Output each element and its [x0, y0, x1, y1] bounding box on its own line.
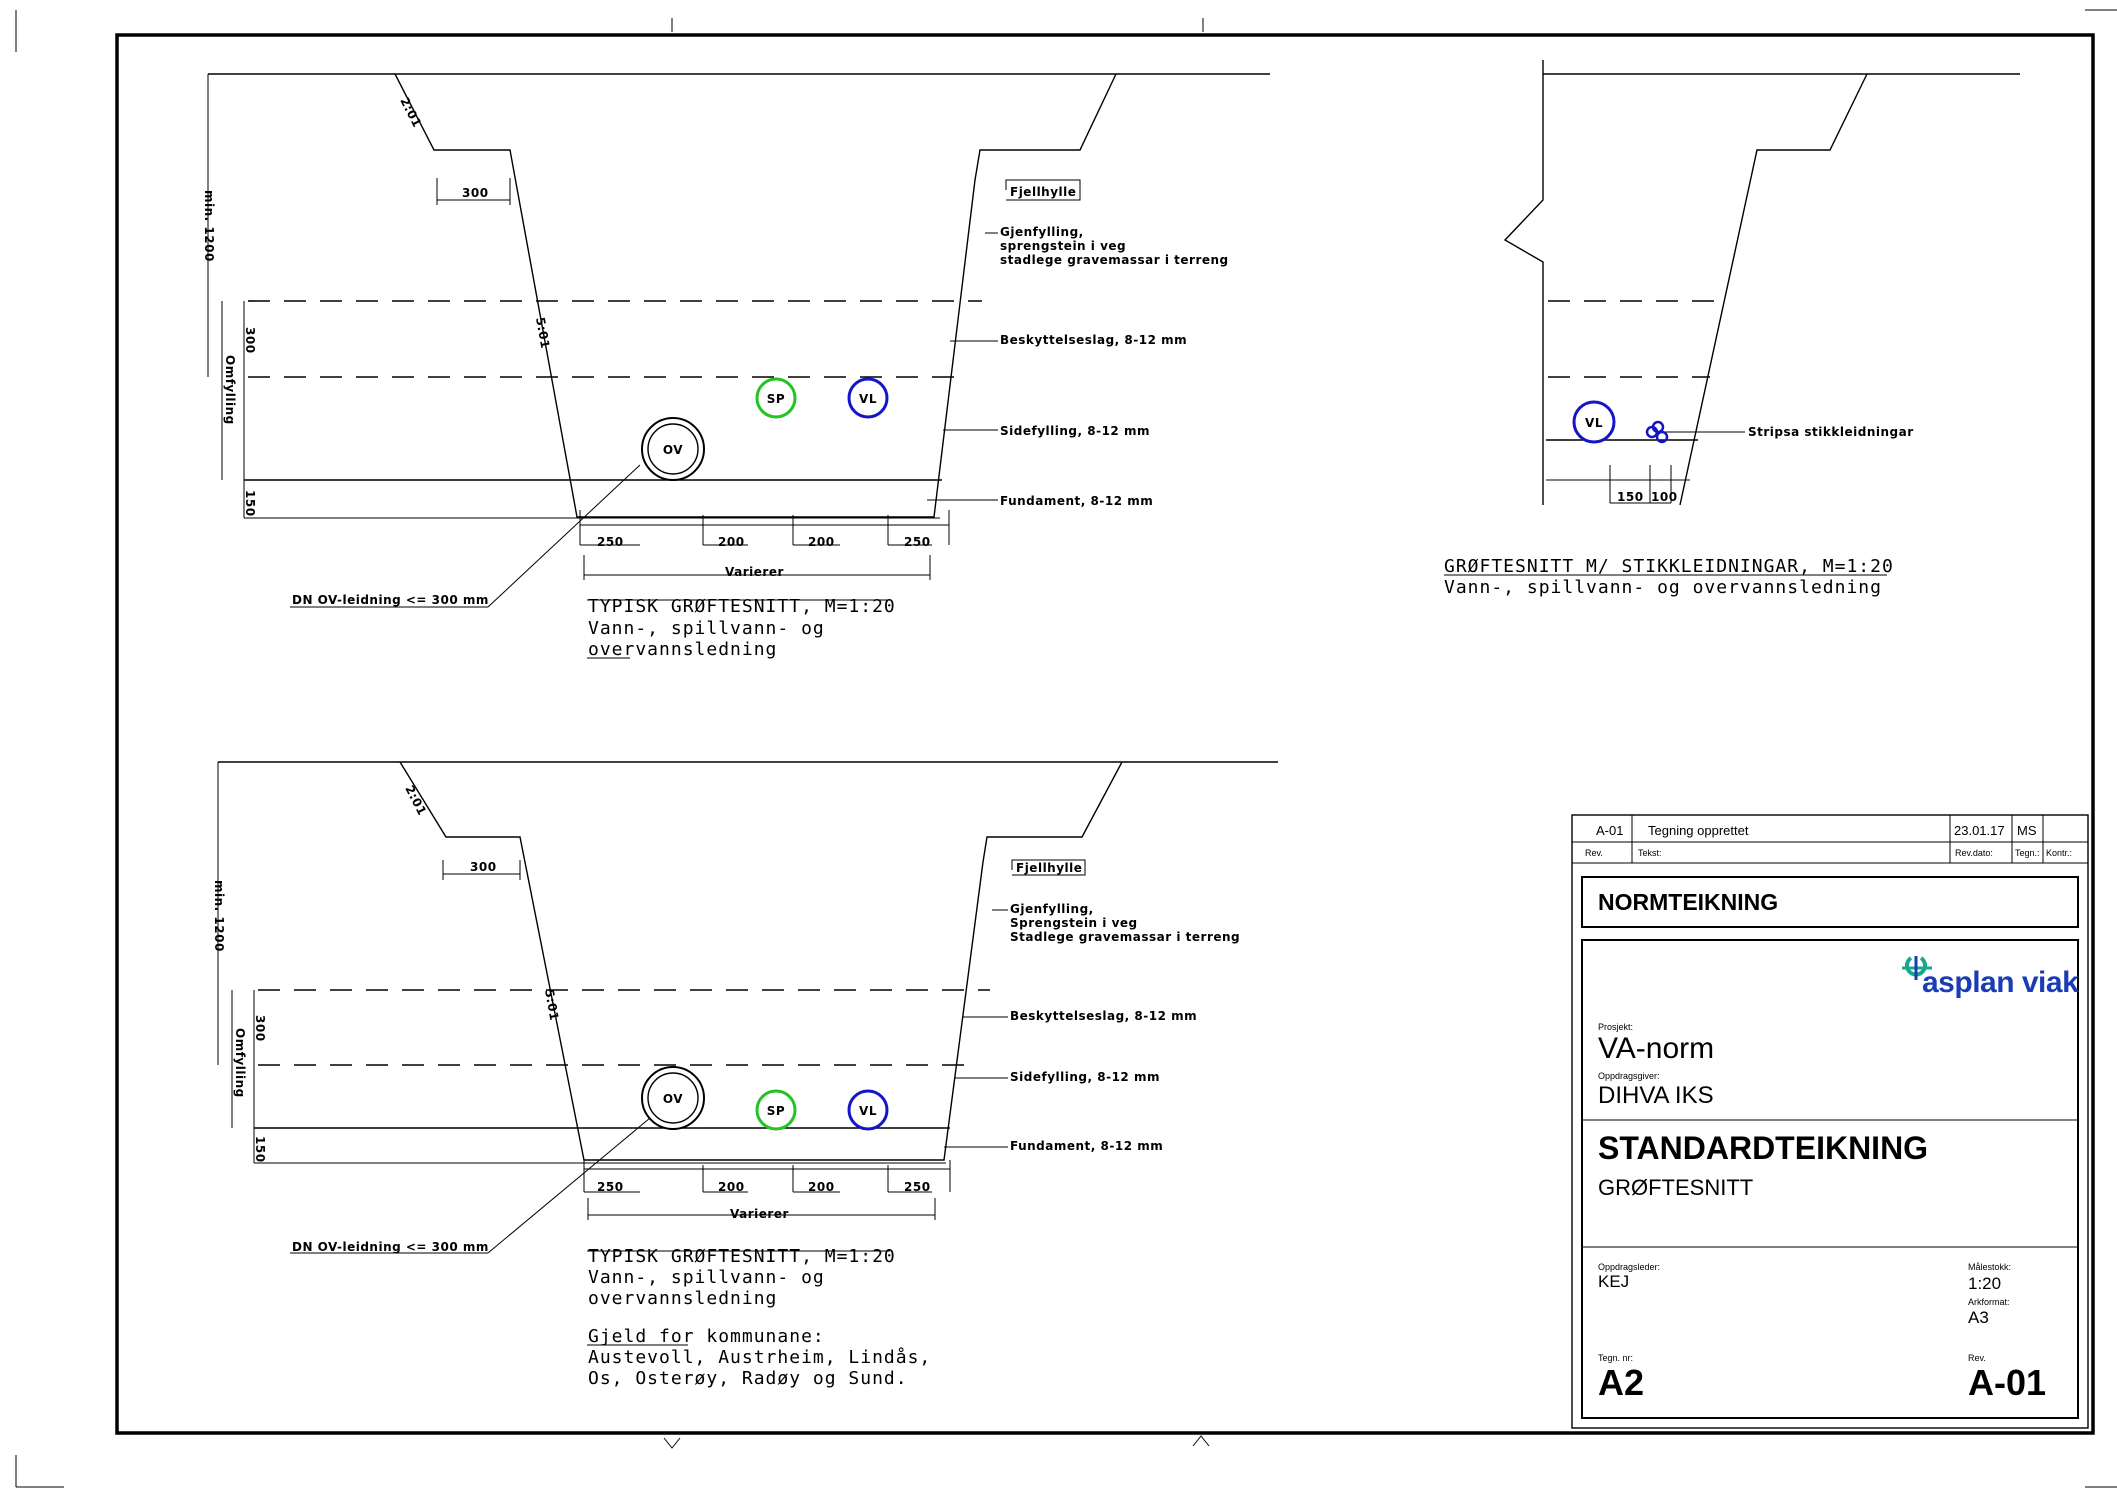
secB-subtitle-1: Vann-, spillvann- og: [588, 1267, 825, 1288]
secA-subtitle-1: Vann-, spillvann- og: [588, 618, 825, 639]
tb-heading: NORMTEIKNING: [1598, 889, 1779, 915]
secA-dim-250-right: 250: [904, 535, 931, 549]
secC-subtitle: Vann-, spillvann- og overvannsledning: [1444, 577, 1882, 598]
tb-rev-text: Tegning opprettet: [1648, 823, 1749, 838]
secA-slope-inner: 5:01: [533, 316, 552, 350]
tb-hdr-tekst: Tekst:: [1638, 848, 1662, 858]
secA-dim-300-top: 300: [462, 186, 489, 200]
tb-drawing-title: STANDARDTEIKNING: [1598, 1130, 1929, 1166]
secB-label-varierer: Varierer: [730, 1207, 789, 1221]
secB-label-gjenfylling-1: Gjenfylling,: [1010, 902, 1094, 916]
tb-rev-date: 23.01.17: [1954, 823, 2005, 838]
secA-label-varierer: Varierer: [725, 565, 784, 579]
secA-dim-200-a: 200: [718, 535, 745, 549]
tb-tegn-nr: A2: [1598, 1362, 1645, 1403]
secC-title: GRØFTESNITT M/ STIKKLEIDNINGAR, M=1:20: [1444, 556, 1894, 577]
tb-oppdragsleder-label: Oppdragsleder:: [1598, 1262, 1661, 1272]
trench-section-typical-bottom: [217, 761, 1278, 1346]
secB-label-fjellhylle: Fjellhylle: [1016, 861, 1082, 875]
tb-oppdragsleder: KEJ: [1598, 1272, 1630, 1291]
tb-logo-text: asplan viak: [1922, 966, 2079, 999]
tb-hdr-rev: Rev.: [1585, 848, 1603, 858]
secB-dim-150: 150: [253, 1136, 267, 1163]
tb-malestokk-label: Målestokk:: [1968, 1262, 2012, 1272]
secB-dim-200-b: 200: [808, 1180, 835, 1194]
secA-dim-250-left: 250: [597, 535, 624, 549]
tb-arkformat: A3: [1968, 1308, 1989, 1327]
tb-prosjekt: VA-norm: [1598, 1032, 1715, 1065]
secA-dim-200-b: 200: [808, 535, 835, 549]
tb-drawing-subtitle: GRØFTESNITT: [1598, 1175, 1754, 1200]
secB-dim-300: 300: [253, 1015, 267, 1042]
secA-label-gjenfylling-1: Gjenfylling,: [1000, 225, 1084, 239]
secB-slope-inner: 5:01: [542, 988, 561, 1022]
sheet-border: [15, 9, 2117, 1488]
trench-section-service-lines: [1444, 60, 2020, 576]
secC-dim-150: 150: [1617, 490, 1644, 504]
secA-dim-150: 150: [243, 490, 257, 517]
secA-pipe-vl: VL: [859, 392, 877, 406]
secB-dim-250-left: 250: [597, 1180, 624, 1194]
secA-pipe-sp: SP: [767, 392, 785, 406]
secB-label-gjenfylling-2: Sprengstein i veg: [1010, 916, 1138, 930]
secA-subtitle-2: overvannsledning: [588, 639, 777, 660]
tb-arkformat-label: Arkformat:: [1968, 1297, 2010, 1307]
secC-dim-100: 100: [1651, 490, 1678, 504]
tb-rev: A-01: [1968, 1362, 2047, 1403]
secA-dim-300: 300: [243, 327, 257, 354]
secB-label-gjenfylling-3: Stadlege gravemassar i terreng: [1010, 930, 1240, 944]
secA-dim-min1200: min. 1200: [202, 190, 216, 262]
secB-label-dn: DN OV-leidning <= 300 mm: [292, 1240, 489, 1254]
secB-pipe-sp: SP: [767, 1104, 785, 1118]
secC-label-stripsa: Stripsa stikkleidningar: [1748, 425, 1914, 439]
secB-note-line-1: Austevoll, Austrheim, Lindås,: [588, 1347, 931, 1368]
tb-oppdragsgiver: DIHVA IKS: [1598, 1082, 1714, 1109]
secB-note-line-2: Os, Osterøy, Radøy og Sund.: [588, 1368, 908, 1389]
secB-dim-300-top: 300: [470, 860, 497, 874]
secB-dim-200-a: 200: [718, 1180, 745, 1194]
secB-label-fundament: Fundament, 8-12 mm: [1010, 1139, 1163, 1153]
secA-pipe-ov: OV: [663, 443, 683, 457]
secA-label-gjenfylling-2: sprengstein i veg: [1000, 239, 1126, 253]
tb-malestokk: 1:20: [1968, 1274, 2002, 1293]
asplan-viak-logo-icon: [1902, 956, 1932, 980]
secA-label-fjellhylle: Fjellhylle: [1010, 185, 1076, 199]
secB-pipe-vl: VL: [859, 1104, 877, 1118]
secA-label-gjenfylling-3: stadlege gravemassar i terreng: [1000, 253, 1229, 267]
secA-label-sidefylling: Sidefylling, 8-12 mm: [1000, 424, 1150, 438]
secB-slope-outer: 2:01: [402, 783, 429, 818]
tb-hdr-kontr: Kontr.:: [2046, 848, 2073, 858]
tb-rev-drawn: MS: [2017, 823, 2037, 838]
tb-tegn-nr-label: Tegn. nr:: [1598, 1353, 1634, 1363]
tb-rev-label: Rev.: [1968, 1353, 1986, 1363]
secB-note-title: Gjeld for kommunane:: [588, 1326, 825, 1347]
secB-dim-250-right: 250: [904, 1180, 931, 1194]
secB-label-beskyttelse: Beskyttelseslag, 8-12 mm: [1010, 1009, 1197, 1023]
secB-dim-omfylling: Omfylling: [233, 1028, 247, 1098]
tb-hdr-tegn: Tegn.:: [2015, 848, 2040, 858]
title-block: [1571, 814, 2089, 1429]
secA-title: TYPISK GRØFTESNITT, M=1:20: [588, 596, 896, 617]
tb-prosjekt-label: Prosjekt:: [1598, 1022, 1634, 1032]
secA-slope-outer: 2:01: [397, 95, 424, 130]
secA-label-dn: DN OV-leidning <= 300 mm: [292, 593, 489, 607]
secA-label-beskyttelse: Beskyttelseslag, 8-12 mm: [1000, 333, 1187, 347]
tb-hdr-revdato: Rev.dato:: [1955, 848, 1993, 858]
secB-label-sidefylling: Sidefylling, 8-12 mm: [1010, 1070, 1160, 1084]
secC-pipe-vl: VL: [1585, 416, 1603, 430]
secA-dim-omfylling: Omfylling: [223, 355, 237, 425]
trench-section-typical-top: [207, 73, 1270, 659]
secB-pipe-ov: OV: [663, 1092, 683, 1106]
secB-dim-min1200: min. 1200: [212, 880, 226, 952]
tb-rev-code: A-01: [1596, 823, 1624, 838]
secB-subtitle-2: overvannsledning: [588, 1288, 777, 1309]
secA-label-fundament: Fundament, 8-12 mm: [1000, 494, 1153, 508]
tb-oppdragsgiver-label: Oppdragsgiver:: [1598, 1071, 1660, 1081]
secB-title: TYPISK GRØFTESNITT, M=1:20: [588, 1246, 896, 1267]
